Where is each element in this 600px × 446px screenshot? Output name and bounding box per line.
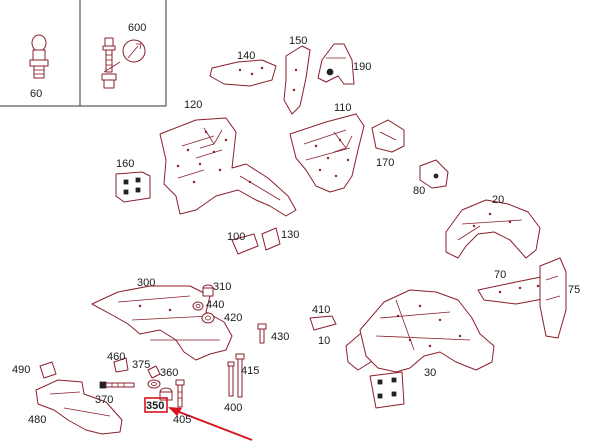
callout-60[interactable]: 60 xyxy=(30,88,42,100)
part-170-bracket[interactable] xyxy=(371,119,405,153)
callout-400[interactable]: 400 xyxy=(224,402,242,414)
part-415-bolt[interactable] xyxy=(235,353,245,398)
part-430-bolt[interactable] xyxy=(257,323,267,344)
part-600-screw-with-tool[interactable] xyxy=(101,37,146,89)
callout-130[interactable]: 130 xyxy=(281,229,299,241)
part-310-nut[interactable] xyxy=(202,284,214,297)
callout-170[interactable]: 170 xyxy=(376,157,394,169)
callout-75[interactable]: 75 xyxy=(568,284,580,296)
callout-100[interactable]: 100 xyxy=(227,231,245,243)
callout-600[interactable]: 600 xyxy=(128,22,146,34)
callout-420[interactable]: 420 xyxy=(224,312,242,324)
callout-120[interactable]: 120 xyxy=(184,99,202,111)
callout-190[interactable]: 190 xyxy=(353,61,371,73)
callout-140[interactable]: 140 xyxy=(237,50,255,62)
part-120-wheelhouse-panel[interactable] xyxy=(159,117,297,217)
callout-460[interactable]: 460 xyxy=(107,351,125,363)
callout-150[interactable]: 150 xyxy=(289,35,307,47)
callout-375[interactable]: 375 xyxy=(132,359,150,371)
callout-410[interactable]: 410 xyxy=(312,304,330,316)
callout-160[interactable]: 160 xyxy=(116,158,134,170)
part-490-bracket[interactable] xyxy=(39,361,57,379)
part-300-subframe[interactable] xyxy=(91,285,233,361)
callout-490[interactable]: 490 xyxy=(12,364,30,376)
part-100-bracket[interactable] xyxy=(231,233,259,255)
part-80-bracket[interactable] xyxy=(419,159,449,189)
part-480-underbody-panel[interactable] xyxy=(35,379,123,435)
part-30-front-structure[interactable] xyxy=(359,289,495,409)
part-370-bolt[interactable] xyxy=(99,381,135,389)
callout-20[interactable]: 20 xyxy=(492,194,504,206)
highlight-box xyxy=(144,397,168,413)
part-20-wheelhouse[interactable] xyxy=(445,199,541,259)
part-130-bracket[interactable] xyxy=(261,227,281,251)
part-190-mount[interactable] xyxy=(317,43,355,85)
part-405-bolt[interactable] xyxy=(175,379,185,408)
callout-360[interactable]: 360 xyxy=(160,367,178,379)
part-420-grommet[interactable] xyxy=(201,312,215,324)
part-75-panel[interactable] xyxy=(539,257,567,339)
part-350-bushing[interactable] xyxy=(159,387,173,401)
part-150-bracket[interactable] xyxy=(283,45,311,115)
callout-30[interactable]: 30 xyxy=(424,367,436,379)
part-440-washer[interactable] xyxy=(192,301,204,311)
callout-415[interactable]: 415 xyxy=(241,365,259,377)
highlight-arrowhead xyxy=(168,407,182,416)
part-140-panel[interactable] xyxy=(209,59,277,87)
callout-labels: 60 600 140 150 190 120 110 160 170 80 20… xyxy=(12,22,580,426)
part-160-plate[interactable] xyxy=(115,171,151,203)
callout-70[interactable]: 70 xyxy=(494,269,506,281)
part-410-bracket[interactable] xyxy=(309,315,337,331)
callout-370[interactable]: 370 xyxy=(95,394,113,406)
part-360-nut[interactable] xyxy=(147,379,161,389)
part-460-bracket[interactable] xyxy=(113,357,129,373)
callout-110[interactable]: 110 xyxy=(334,102,352,114)
highlight-arrow xyxy=(173,409,253,441)
callout-440[interactable]: 440 xyxy=(206,299,224,311)
part-375-clip[interactable] xyxy=(147,365,161,379)
callout-310[interactable]: 310 xyxy=(213,281,231,293)
callout-350[interactable]: 350 xyxy=(146,400,164,412)
callout-480[interactable]: 480 xyxy=(28,414,46,426)
inset-frames xyxy=(0,0,167,107)
callout-300[interactable]: 300 xyxy=(137,277,155,289)
highlight-350 xyxy=(144,397,253,441)
callout-405[interactable]: 405 xyxy=(173,414,191,426)
callout-80[interactable]: 80 xyxy=(413,185,425,197)
callout-10[interactable]: 10 xyxy=(318,335,330,347)
callout-430[interactable]: 430 xyxy=(271,331,289,343)
part-60-grommet[interactable] xyxy=(29,34,49,79)
part-110-wheelhouse-panel[interactable] xyxy=(289,113,365,193)
part-400-bolt[interactable] xyxy=(227,361,235,397)
